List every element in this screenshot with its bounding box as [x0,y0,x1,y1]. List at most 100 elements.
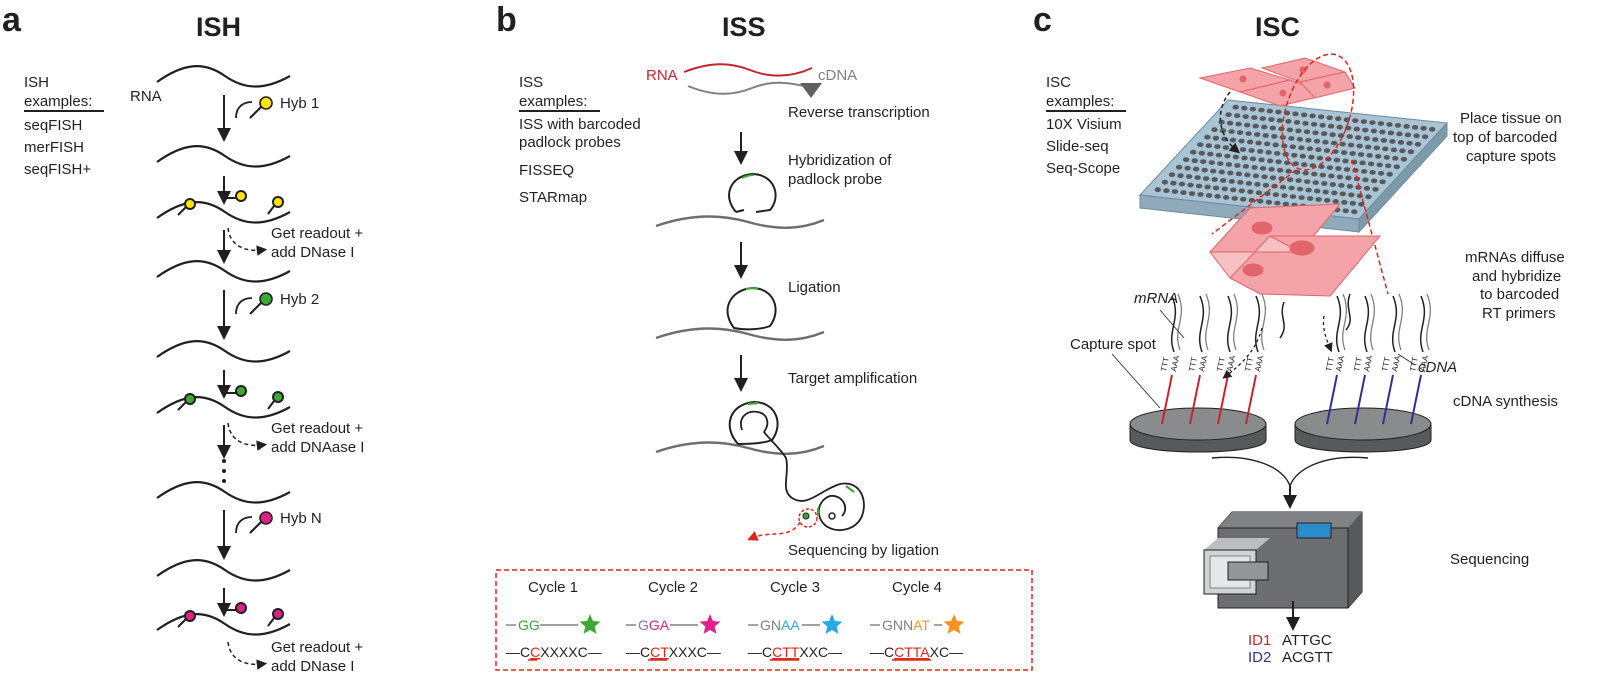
capture-spot [1232,154,1240,160]
capture-spot [1370,128,1378,134]
capture-spot [1301,162,1308,168]
capture-spot [1314,188,1321,194]
capture-spot [1288,185,1295,191]
rna-strand [156,340,291,363]
capture-spot [1262,133,1269,138]
capture-spot [1281,143,1288,149]
capture-spot [1345,175,1352,181]
capture-spot [1329,182,1337,187]
sequencer-icon [1203,511,1363,609]
cycle-probe-seq: GG [518,617,540,633]
padlock-probe-circular [726,286,777,331]
panel-a: a ISH ISH examples: seqFISH merFISH seqF… [2,1,364,675]
capture-spot [1370,178,1378,184]
capture-spot [1212,185,1220,191]
capture-spot [1207,151,1214,157]
capture-spot [1407,149,1415,155]
capture-spot [1232,104,1239,110]
ish-example-1: merFISH [24,139,84,156]
capture-spot [1236,130,1244,136]
capture-spot [1312,130,1319,136]
capture-spot [1258,107,1265,113]
iss-example-1: padlock probes [519,134,621,151]
capture-spot [1372,137,1379,142]
capture-spot [1394,123,1402,128]
capture-spot [1295,128,1302,134]
readout-2-line1: Get readout + [271,420,363,437]
capture-spot [1386,171,1393,177]
capture-spot [1286,177,1294,183]
capture-spot [1288,136,1295,141]
capture-spot [1298,145,1305,151]
capture-spot [1184,165,1191,171]
capture-spot [1204,134,1211,140]
readout-arrow [227,641,268,670]
capture-spot [1264,141,1271,147]
capture-spot [1335,116,1342,122]
capture-spot [1227,170,1234,176]
capture-spot [1317,114,1325,120]
capture-spot [1200,159,1207,165]
ellipsis-dot [222,469,226,473]
capture-spot [1299,153,1307,159]
capture-spot [1302,121,1309,126]
isc-examples-header-1: ISC [1046,74,1071,91]
capture-spot [1306,146,1314,152]
capture-spot [1375,154,1382,159]
rca-product [740,410,865,531]
capture-spot [1194,175,1201,181]
capture-spot [1222,195,1230,200]
diffusing-mrna [1279,301,1285,339]
capture-spot [1266,158,1274,164]
diffusing-mrna [1345,293,1351,331]
rna-strand [156,65,291,88]
capture-spot [1249,156,1257,162]
iss-example-0: ISS with barcoded [519,116,641,133]
isc-example-0: 10X Visium [1046,116,1122,133]
capture-spot [1214,194,1221,199]
capture-spot [1228,179,1236,184]
capture-spot [1259,116,1267,121]
panel-c: c ISC ISC examples: 10X Visium Slide-seq… [1033,1,1565,666]
svg-text:AAA: AAA [1253,354,1265,372]
capture-spot [1343,117,1351,123]
isc-example-1: Slide-seq [1046,138,1109,155]
rna-strand [156,260,291,283]
zoom-line-left [1211,169,1297,235]
capture-spot [1292,161,1299,167]
capture-spot [1274,200,1281,206]
panel-a-letter: a [2,1,22,39]
iss-target-strand [655,215,825,229]
capture-spot [1348,192,1355,198]
capture-spot [1360,169,1368,174]
capture-spot [1258,157,1265,163]
capture-spot [1414,141,1422,147]
iss-cdna-strand [687,81,813,95]
panel-c-title: ISC [1255,12,1300,42]
svg-text:AAA: AAA [1418,354,1430,372]
capture-spot [1347,142,1355,148]
capture-spot [1328,173,1335,179]
capture-spot [1363,185,1371,191]
cdna-label: cDNA [1418,359,1457,376]
capture-spot [1285,119,1292,124]
capture-spot [1226,120,1234,126]
capture-spot [1252,123,1259,129]
capture-spot [1326,115,1333,121]
capture-spot [1251,165,1258,170]
capture-spot [1212,135,1220,141]
bound-probes-1 [177,190,284,216]
capture-spot [1308,154,1315,160]
bound-dot [272,608,284,620]
panel-b-title: ISS [722,12,766,42]
cycle-target-seq: —CCXXXXC— [506,644,602,660]
capture-spot [1315,197,1322,202]
capture-spot [1272,142,1279,148]
capture-spot [1293,120,1301,125]
ish-examples-header-1: ISH [24,74,49,91]
svg-text:TTT: TTT [1324,356,1336,372]
bound-dot [184,198,196,210]
readout-1-line1: Get readout + [271,225,363,242]
